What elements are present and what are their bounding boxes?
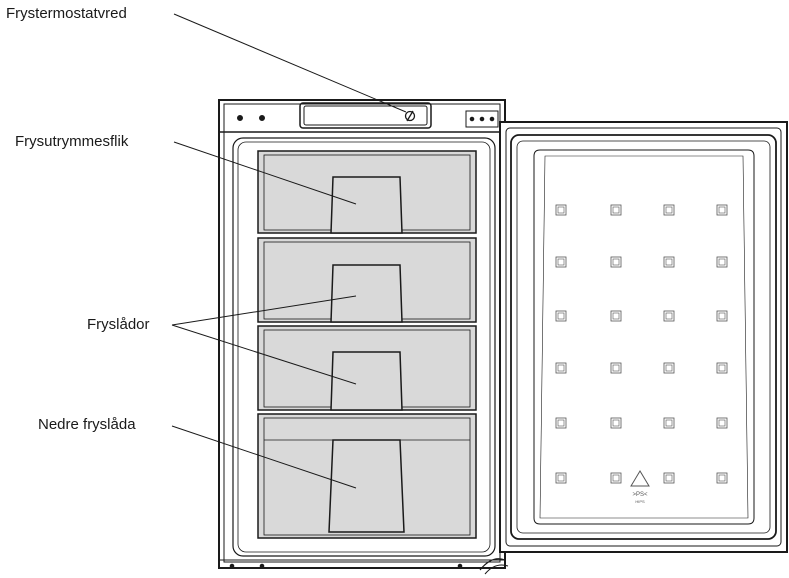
door-dimple-inner <box>665 206 673 214</box>
label-thermostat: Frystermostatvred <box>6 5 127 22</box>
door-dimple-inner <box>557 364 565 372</box>
drawer-3 <box>257 325 477 411</box>
door-dimple <box>610 204 622 216</box>
stamp-sub: HIPS <box>635 499 645 504</box>
leader-flap <box>173 141 357 205</box>
door-dimple-inner <box>665 474 673 482</box>
door-dimple <box>663 472 675 484</box>
door-dimple <box>716 472 728 484</box>
leader-bottom <box>171 425 357 489</box>
recycling-stamp <box>630 470 650 487</box>
leader-drawers-a <box>171 295 357 326</box>
leader-thermostat <box>173 13 407 113</box>
door-dimple-inner <box>612 474 620 482</box>
door-dimple-inner <box>718 364 726 372</box>
door-dimple <box>663 417 675 429</box>
door-dimple <box>555 362 567 374</box>
door-dimple <box>610 417 622 429</box>
door-dimple-inner <box>557 312 565 320</box>
door <box>499 121 788 553</box>
drawer-bottom <box>257 413 477 539</box>
door-dimple-inner <box>665 258 673 266</box>
door-dimple-inner <box>665 364 673 372</box>
door-dimple-inner <box>718 419 726 427</box>
door-dimple <box>716 310 728 322</box>
leader-drawers-b <box>171 324 357 385</box>
door-dimple <box>610 472 622 484</box>
door-dimple-inner <box>718 312 726 320</box>
label-bottom-drawer: Nedre fryslåda <box>38 416 136 433</box>
door-dimple-inner <box>612 206 620 214</box>
door-dimples <box>555 204 728 484</box>
door-dimple <box>555 204 567 216</box>
door-dimple-inner <box>612 364 620 372</box>
door-dimple-inner <box>557 419 565 427</box>
door-dimple <box>716 362 728 374</box>
door-dimple <box>716 417 728 429</box>
door-dimple-inner <box>665 419 673 427</box>
door-dimple-inner <box>612 258 620 266</box>
stamp-code: >PS< <box>632 492 648 498</box>
door-dimple-inner <box>557 206 565 214</box>
label-flap: Frysutrymmesflik <box>15 133 129 150</box>
thermostat-knob <box>404 110 416 122</box>
door-dimple-inner <box>612 312 620 320</box>
door-dimple <box>663 204 675 216</box>
door-dimple <box>610 256 622 268</box>
door-dimple-inner <box>612 419 620 427</box>
door-dimple-inner <box>665 312 673 320</box>
door-dimple-inner <box>718 206 726 214</box>
door-dimple <box>555 256 567 268</box>
door-dimple <box>716 204 728 216</box>
door-dimple <box>555 472 567 484</box>
door-dimple <box>610 362 622 374</box>
door-dimple-inner <box>718 258 726 266</box>
door-dimple <box>610 310 622 322</box>
door-dimple <box>663 362 675 374</box>
door-dimple-inner <box>557 258 565 266</box>
door-dimple-inner <box>557 474 565 482</box>
drawer-top <box>257 150 477 234</box>
door-dimple <box>663 256 675 268</box>
drawer-2 <box>257 237 477 323</box>
door-dimple <box>716 256 728 268</box>
label-drawers: Fryslådor <box>87 316 150 333</box>
door-dimple <box>555 310 567 322</box>
door-dimple <box>555 417 567 429</box>
door-dimple-inner <box>718 474 726 482</box>
leader-lines <box>171 13 407 489</box>
door-dimple <box>663 310 675 322</box>
